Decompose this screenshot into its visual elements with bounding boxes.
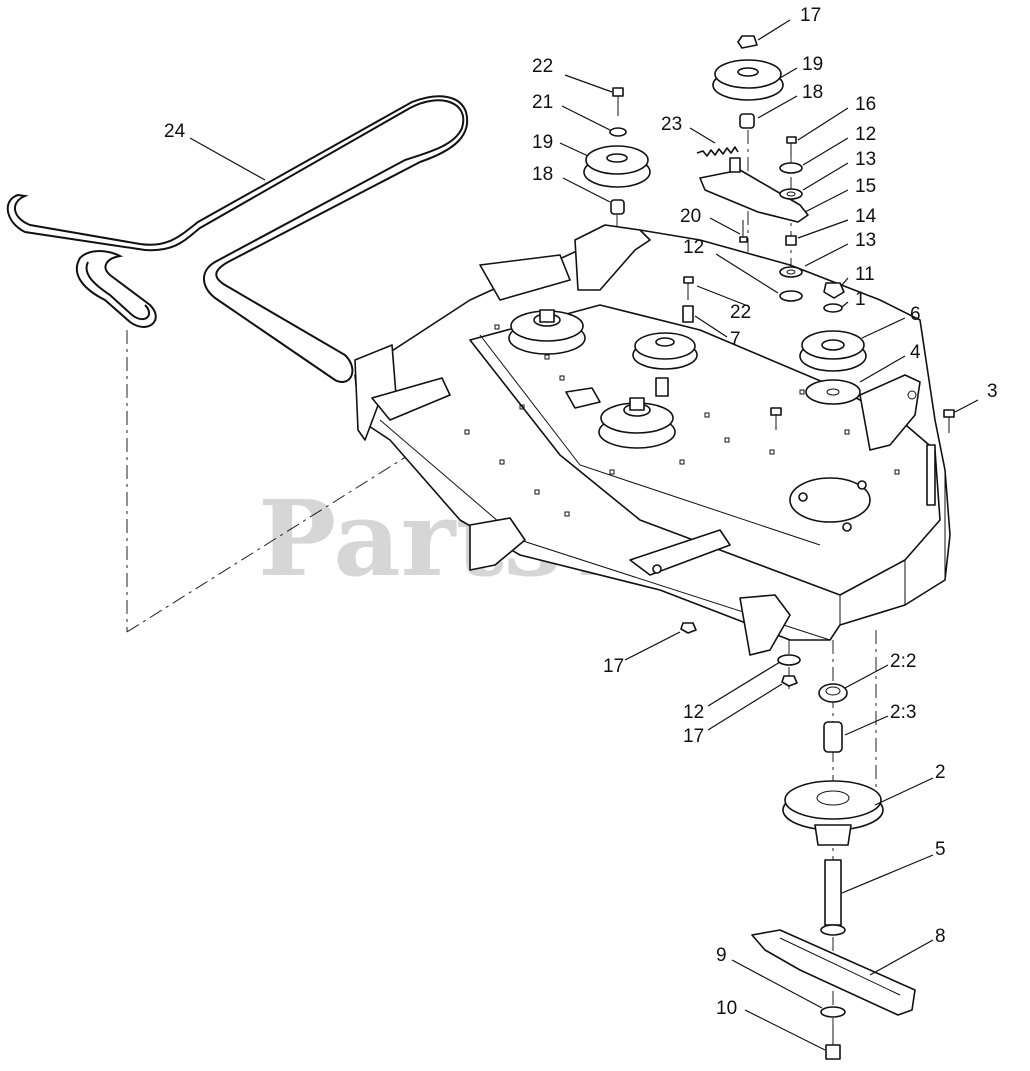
part-12c-washer <box>777 654 801 666</box>
callout-9: 9 <box>716 945 727 966</box>
deck-pulley-left <box>508 309 586 355</box>
deck-holes <box>464 324 900 517</box>
callout-8: 8 <box>935 926 946 947</box>
callout-2: 2 <box>935 762 946 783</box>
drive-belt <box>6 95 469 383</box>
part-23-spring <box>696 146 739 157</box>
part-11-nut <box>823 282 845 299</box>
part-18-upper-spacer <box>739 113 755 129</box>
callout-6: 6 <box>910 304 921 325</box>
part-12b-washer <box>779 290 803 302</box>
deck-pulley-center <box>598 397 676 449</box>
part-1-washer <box>823 303 843 313</box>
part-20-pin <box>739 220 748 243</box>
callout-19b: 19 <box>532 132 553 153</box>
part-2-2-bearing <box>818 683 848 703</box>
part-9-washer <box>820 1006 846 1018</box>
deck-bracket-right <box>859 374 921 451</box>
part-14-bushing <box>785 235 797 246</box>
part-16-bolt <box>786 136 797 157</box>
callout-2-2: 2:2 <box>890 651 916 672</box>
part-13-washer <box>779 188 803 200</box>
part-21-washer <box>609 127 627 137</box>
callout-12: 12 <box>855 124 876 145</box>
callout-17b: 17 <box>603 656 624 677</box>
callout-20: 20 <box>680 206 701 227</box>
callout-16: 16 <box>855 94 876 115</box>
part-13b-washer <box>779 266 803 278</box>
callout-labels: 17 19 18 22 21 19 18 23 16 12 13 15 24 2… <box>164 5 998 1019</box>
part-22b-bolt <box>683 276 694 300</box>
callout-5: 5 <box>935 839 946 860</box>
part-15-idler-arm <box>699 157 809 223</box>
part-12-washer <box>779 162 803 174</box>
callout-13b: 13 <box>855 230 876 251</box>
part-18-spacer <box>610 199 625 215</box>
part-2-spindle-housing <box>782 780 884 846</box>
idler-pulley <box>632 332 698 397</box>
callout-22: 22 <box>532 56 553 77</box>
part-17c-nut <box>781 675 798 687</box>
part-22-bolt <box>612 87 624 116</box>
callout-12c: 12 <box>683 702 704 723</box>
part-2-3-spacer <box>823 721 843 753</box>
callout-7: 7 <box>730 329 741 350</box>
callout-24: 24 <box>164 121 186 142</box>
callout-15: 15 <box>855 176 876 197</box>
part-17b-nut <box>680 622 697 634</box>
callout-18b: 18 <box>532 164 553 185</box>
deck-hanger-rear <box>739 594 791 656</box>
part-4-washer <box>805 379 861 405</box>
part-8-blade <box>751 929 916 1016</box>
callout-10: 10 <box>716 998 737 1019</box>
part-19-upper-pulley <box>712 59 784 101</box>
callout-21: 21 <box>532 92 553 113</box>
part-7-spacer <box>682 305 694 323</box>
callout-17: 17 <box>800 5 821 26</box>
leader-lines <box>189 19 979 1051</box>
callout-17c: 17 <box>683 726 704 747</box>
callout-3: 3 <box>987 381 998 402</box>
callout-14: 14 <box>855 206 877 227</box>
callout-12b: 12 <box>683 237 704 258</box>
callout-4: 4 <box>910 342 921 363</box>
deck-hanger-front <box>469 517 526 571</box>
callout-19: 19 <box>802 54 823 75</box>
part-5-spindle-shaft <box>820 859 846 936</box>
part-6-pulley <box>799 330 867 372</box>
callout-11: 11 <box>855 264 875 285</box>
part-10-bolt <box>825 1025 841 1060</box>
spindle-opening <box>789 477 871 523</box>
callout-22b: 22 <box>730 302 751 323</box>
callout-13: 13 <box>855 149 876 170</box>
part-3-bolt-callout-side <box>943 409 955 433</box>
callout-23: 23 <box>661 114 682 135</box>
callout-18: 18 <box>802 82 823 103</box>
part-17-top-nut <box>737 35 758 49</box>
callout-2-3: 2:3 <box>890 702 916 723</box>
part-19-pulley <box>583 145 651 188</box>
callout-1: 1 <box>855 289 866 310</box>
part-3-bolt <box>770 407 782 430</box>
